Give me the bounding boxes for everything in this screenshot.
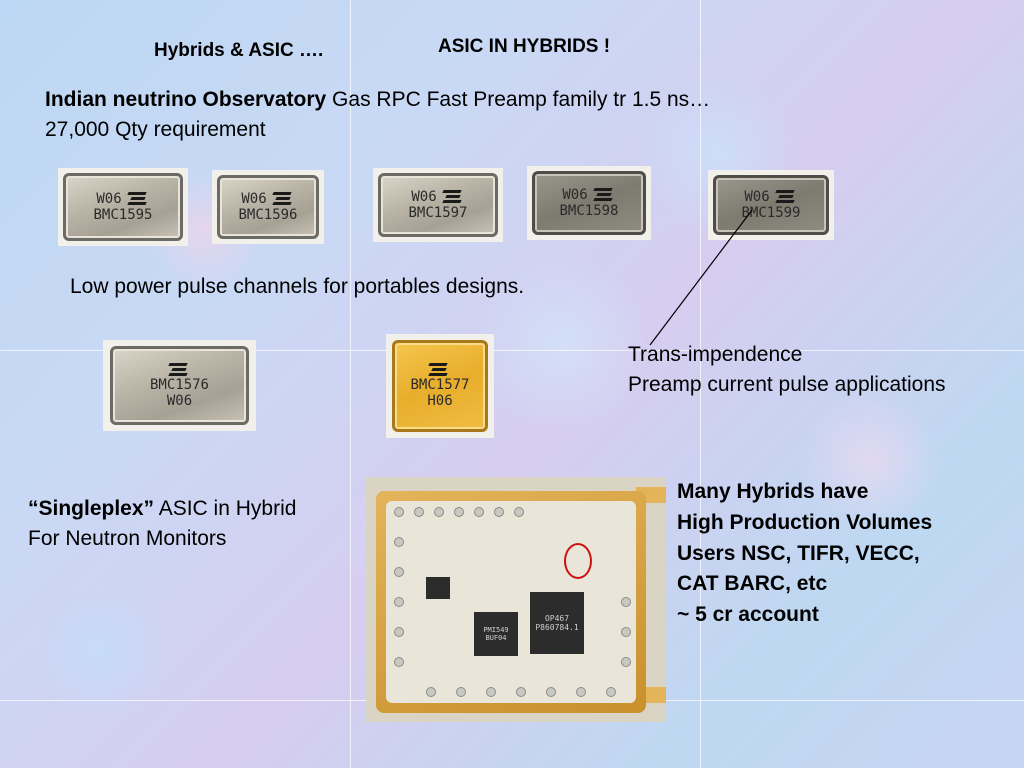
opamp-chip: OP467 P860784.1 bbox=[530, 592, 584, 654]
intro-quantity: 27,000 Qty requirement bbox=[45, 118, 266, 141]
singleplex-rest: ASIC in Hybrid bbox=[154, 497, 297, 520]
chip-top-label: W06 bbox=[241, 191, 267, 207]
chip-bmc1599: W06 BMC1599 bbox=[713, 175, 829, 235]
chip-top-label: W06 bbox=[411, 189, 437, 205]
slide-title: ASIC IN HYBRIDS ! bbox=[438, 36, 611, 57]
chip-part-number: BMC1598 bbox=[559, 203, 619, 219]
singleplex-line2: For Neutron Monitors bbox=[28, 527, 227, 550]
chip-part-number: BMC1596 bbox=[238, 207, 298, 223]
summary-line: CAT BARC, etc bbox=[677, 572, 828, 595]
singleplex-bold: “Singleplex” bbox=[28, 497, 155, 520]
chip-top-label: W06 bbox=[744, 189, 770, 205]
chip-part-number: BMC1576 bbox=[149, 376, 209, 393]
chip-top-label: W06 bbox=[96, 191, 122, 207]
chip-part-number: BMC1595 bbox=[93, 207, 153, 223]
chip-bmc1596: W06 BMC1596 bbox=[217, 175, 319, 239]
chip-bmc1576: BMC1576 W06 bbox=[110, 346, 249, 425]
chip-bmc1595: W06 BMC1595 bbox=[63, 173, 183, 241]
singleplex-line: “Singleplex” ASIC in Hybrid bbox=[28, 496, 296, 521]
hybrid-board-photo: PMI549 BUF04 OP467 P860784.1 bbox=[366, 477, 666, 722]
trans-note-line2: Preamp current pulse applications bbox=[628, 373, 946, 396]
background-divider bbox=[0, 350, 1024, 351]
board-substrate bbox=[386, 501, 636, 703]
small-chip bbox=[426, 577, 450, 599]
chip-part-number: BMC1577 bbox=[410, 377, 470, 393]
intro-bold: Indian neutrino Observatory bbox=[45, 88, 327, 111]
chip-part-number: BMC1599 bbox=[741, 205, 801, 221]
summary-line: ~ 5 cr account bbox=[677, 603, 819, 626]
summary-line: High Production Volumes bbox=[677, 511, 933, 534]
chip-bmc1577: BMC1577 H06 bbox=[392, 340, 488, 432]
section-title: Hybrids & ASIC …. bbox=[154, 40, 324, 61]
chip-part-number: BMC1597 bbox=[408, 205, 468, 221]
buffer-chip: PMI549 BUF04 bbox=[474, 612, 518, 656]
low-power-caption: Low power pulse channels for portables d… bbox=[70, 275, 525, 298]
chip-bmc1598: W06 BMC1598 bbox=[532, 171, 646, 235]
chip-top-label: W06 bbox=[166, 392, 193, 409]
summary-line: Many Hybrids have bbox=[677, 480, 869, 503]
intro-line: Indian neutrino Observatory Gas RPC Fast… bbox=[45, 87, 710, 112]
background-divider bbox=[350, 0, 351, 768]
chip-top-label: W06 bbox=[562, 187, 588, 203]
highlight-circle bbox=[564, 543, 592, 579]
background-divider bbox=[700, 0, 701, 768]
trans-note-line1: Trans-impendence bbox=[628, 343, 803, 366]
chip-top-label: H06 bbox=[427, 393, 453, 409]
summary-line: Users NSC, TIFR, VECC, bbox=[677, 542, 920, 565]
intro-rest: Gas RPC Fast Preamp family tr 1.5 ns… bbox=[326, 88, 711, 111]
chip-bmc1597: W06 BMC1597 bbox=[378, 173, 498, 237]
